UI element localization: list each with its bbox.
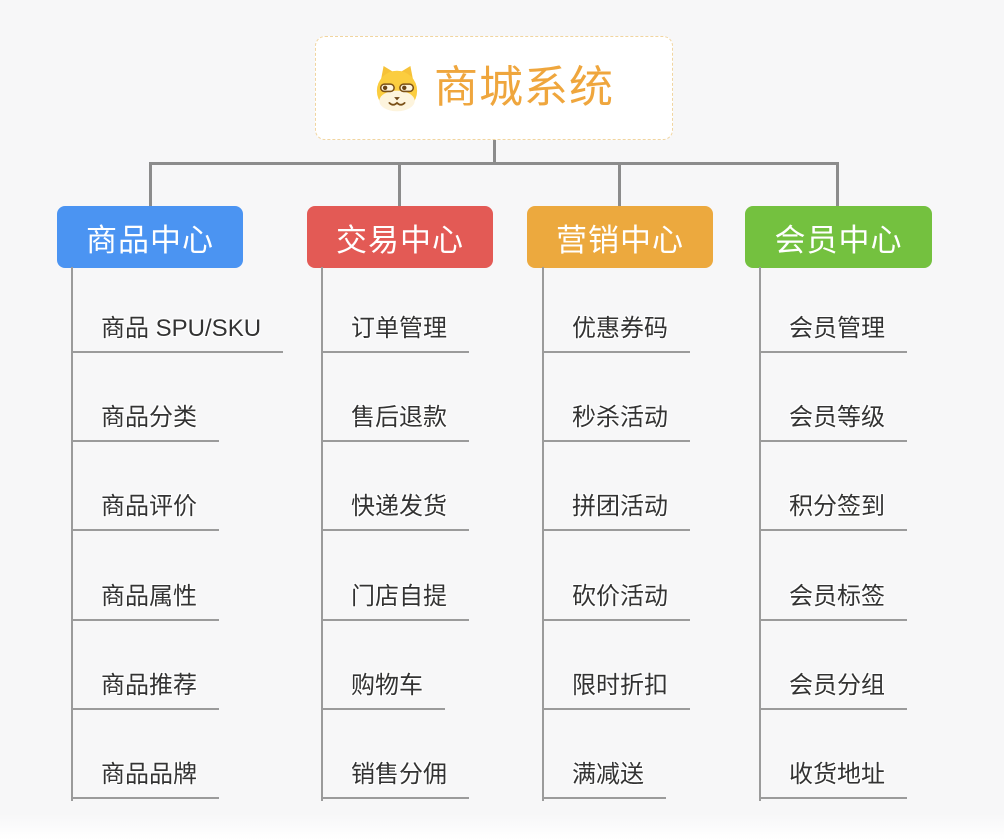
leaf-node[interactable]: 商品推荐 xyxy=(71,671,219,710)
dog-face-icon xyxy=(374,64,420,112)
connector-trunk xyxy=(493,140,496,164)
leaf-node[interactable]: 购物车 xyxy=(321,671,445,710)
leaf-node[interactable]: 商品评价 xyxy=(71,492,219,531)
leaf-node[interactable]: 售后退款 xyxy=(321,403,469,442)
leaf-node[interactable]: 会员等级 xyxy=(759,403,907,442)
leaf-node[interactable]: 限时折扣 xyxy=(542,671,690,710)
connector-stub xyxy=(398,162,401,207)
leaf-node[interactable]: 会员管理 xyxy=(759,314,907,353)
leaf-node[interactable]: 会员标签 xyxy=(759,582,907,621)
leaf-node[interactable]: 优惠券码 xyxy=(542,314,690,353)
branch-node-trade[interactable]: 交易中心 xyxy=(307,206,493,268)
branch-node-marketing[interactable]: 营销中心 xyxy=(527,206,713,268)
leaf-node[interactable]: 商品 SPU/SKU xyxy=(71,314,284,353)
connector-stub xyxy=(618,162,621,207)
canvas-bottom-edge xyxy=(0,814,1004,840)
branch-spine xyxy=(542,267,544,801)
leaf-node[interactable]: 秒杀活动 xyxy=(542,403,690,442)
leaf-node[interactable]: 销售分佣 xyxy=(321,760,469,799)
branch-node-members[interactable]: 会员中心 xyxy=(745,206,932,268)
connector-stub xyxy=(149,162,152,207)
branch-spine xyxy=(71,267,73,801)
leaf-node[interactable]: 商品分类 xyxy=(71,403,219,442)
leaf-node[interactable]: 商品品牌 xyxy=(71,760,219,799)
branch-spine xyxy=(759,267,761,801)
leaf-node[interactable]: 拼团活动 xyxy=(542,492,690,531)
leaf-node[interactable]: 商品属性 xyxy=(71,582,219,621)
connector-stub xyxy=(836,162,839,207)
leaf-node[interactable]: 会员分组 xyxy=(759,671,907,710)
leaf-node[interactable]: 门店自提 xyxy=(321,582,469,621)
leaf-node[interactable]: 快递发货 xyxy=(321,492,469,531)
connector-bus xyxy=(149,162,839,165)
root-title: 商城系统 xyxy=(434,63,614,112)
leaf-node[interactable]: 收货地址 xyxy=(759,760,907,799)
leaf-node[interactable]: 砍价活动 xyxy=(542,582,690,621)
leaf-node[interactable]: 满减送 xyxy=(542,760,666,799)
leaf-node[interactable]: 积分签到 xyxy=(759,492,907,531)
branch-spine xyxy=(321,267,323,801)
root-node[interactable]: 商城系统 xyxy=(315,36,673,140)
branch-node-products[interactable]: 商品中心 xyxy=(57,206,243,268)
leaf-node[interactable]: 订单管理 xyxy=(321,314,469,353)
